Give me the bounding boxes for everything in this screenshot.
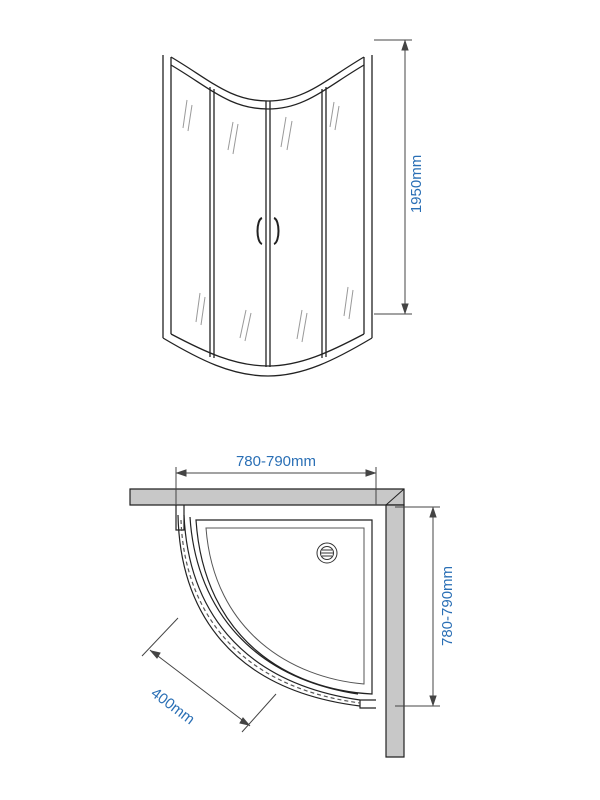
bottom-rail-inner [170,333,365,367]
height-dimension [374,39,412,315]
shower-tray-inner [205,527,365,685]
wall-top [129,488,405,506]
plan-view [129,467,440,758]
height-dimension-label: 1950mm [408,155,425,213]
elevation-view [162,39,412,377]
top-rail-outer [170,56,365,102]
bottom-rail-outer [162,337,373,377]
drain-icon [316,542,338,564]
door-opening-dimension [141,617,277,733]
shower-tray-outline [195,519,373,695]
left-profile [175,505,185,531]
wall-right [385,504,405,758]
curved-screen-outer [177,514,361,707]
right-profile [359,699,376,709]
curved-door-track [180,519,361,704]
door-handle-left [256,217,263,245]
depth-dimension [395,506,440,707]
depth-dimension-label: 780-790mm [439,566,456,646]
width-dimension [175,467,377,505]
width-dimension-label: 780-790mm [236,453,316,470]
door-handle-right [273,217,280,245]
curved-screen-middle [183,514,361,701]
door-opening-label: 400mm [148,685,198,729]
glass-reflections [182,99,354,343]
top-rail-inner [170,64,365,110]
wall-corner-joint [385,488,405,506]
curved-screen-inner [189,516,359,695]
